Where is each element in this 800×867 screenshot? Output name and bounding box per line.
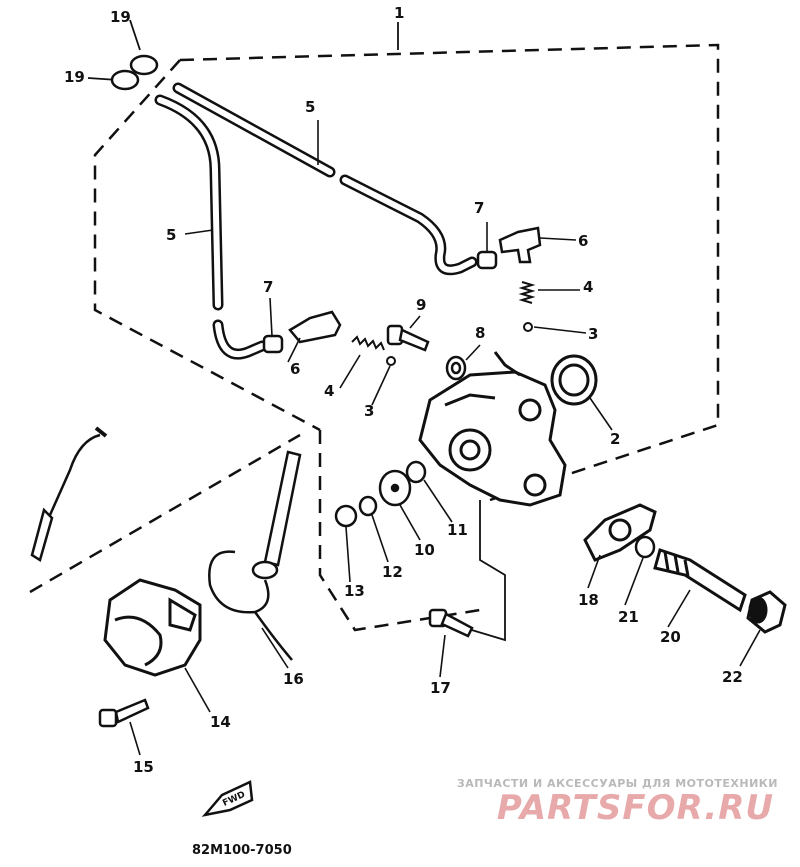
cap-part-22 [746, 590, 787, 634]
pump-cover-part-14 [103, 578, 202, 677]
watermark-logo: PARTSFOR.RU [496, 788, 774, 828]
direction-arrow: FWD [201, 780, 254, 817]
label-part-4: 4 [583, 278, 593, 296]
part-labels: 1 2 3 3 4 4 5 5 6 6 7 7 8 9 10 11 12 13 … [64, 4, 743, 776]
label-part-4b: 4 [324, 382, 334, 400]
label-part-17: 17 [430, 679, 451, 697]
assembly-outline [29, 43, 720, 632]
oil-seal-part-2 [550, 354, 598, 406]
spring-part-4 [351, 281, 536, 351]
bolt-part-17 [428, 608, 474, 638]
label-part-9: 9 [416, 296, 426, 314]
cable-assembly [30, 426, 108, 562]
label-part-19b: 19 [64, 68, 85, 86]
bolt-part-9 [386, 324, 430, 352]
oring-part-21 [634, 535, 656, 559]
hose-upper-inner [175, 85, 475, 273]
label-part-1: 1 [394, 4, 404, 22]
label-part-2: 2 [610, 430, 620, 448]
label-part-20: 20 [660, 628, 681, 646]
cable-part-16 [208, 450, 302, 661]
label-part-3b: 3 [364, 402, 374, 420]
oil-pump-body [418, 351, 567, 507]
label-part-18: 18 [578, 591, 599, 609]
label-part-22: 22 [722, 668, 743, 686]
label-part-13: 13 [344, 582, 365, 600]
label-part-6: 6 [578, 232, 588, 250]
hose-left-inner [157, 97, 265, 358]
ball-part-3 [386, 322, 533, 366]
label-part-19: 19 [110, 8, 131, 26]
label-part-8: 8 [475, 324, 485, 342]
label-part-21: 21 [618, 608, 639, 626]
label-part-7b: 7 [263, 278, 273, 296]
elbow-fitting-part-6 [288, 226, 542, 344]
washer-part-8 [445, 355, 467, 381]
label-part-5: 5 [305, 98, 315, 116]
label-part-7: 7 [474, 199, 484, 217]
drawing-code: 82M100-7050 [192, 843, 292, 858]
label-part-12: 12 [382, 563, 403, 581]
label-part-16: 16 [283, 670, 304, 688]
clip-part-19 [110, 54, 159, 91]
label-part-15: 15 [133, 758, 154, 776]
label-part-6b: 6 [290, 360, 300, 378]
label-part-10: 10 [414, 541, 435, 559]
label-leaders [129, 120, 761, 756]
washers-10-13 [334, 460, 427, 528]
bolt-part-15 [98, 698, 150, 728]
label-part-5b: 5 [166, 226, 176, 244]
label-part-14: 14 [210, 713, 231, 731]
watermark-tagline: ЗАПЧАСТИ И АКСЕССУАРЫ ДЛЯ МОТОТЕХНИКИ [456, 777, 778, 790]
label-part-3: 3 [588, 325, 598, 343]
drive-shaft-part-20 [653, 548, 747, 613]
clamp-part-7 [262, 250, 498, 354]
label-part-11: 11 [447, 521, 468, 539]
